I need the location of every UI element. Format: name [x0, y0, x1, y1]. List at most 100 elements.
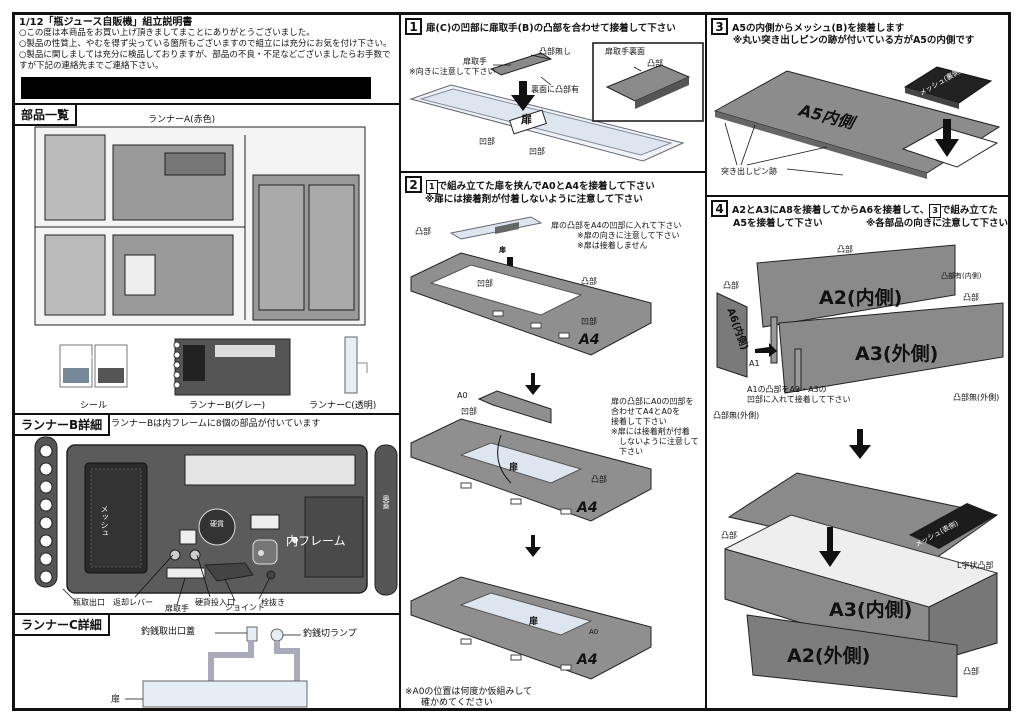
intro-line: ○製品の性質上、やむを得ず尖っている箇所もございますので組立には充分にお気を付け…	[19, 39, 392, 49]
step-2-a4-label-3: A4	[577, 652, 598, 668]
step-2-note-1-line: ※扉は接着しません	[577, 241, 648, 250]
step-2-recess-label-1: 凹部	[477, 279, 493, 288]
step-4-boss-label-5: 凸部	[963, 667, 979, 676]
seal-text-2: Spirit	[101, 354, 117, 361]
step-2-door-label-2: 扉	[509, 463, 519, 473]
runner-a-label: ランナーA(赤色)	[148, 115, 216, 125]
right-column: 3 A5の内側からメッシュ(B)を接着します ※丸い突き出しピンの跡が付いている方…	[707, 15, 1008, 708]
step-1-orientation-note: ※向きに注意して下さい	[409, 67, 496, 76]
runner-c-diagram	[125, 626, 308, 708]
step-4-a1-note: A1の凸部をA2・A3の 凹部に入れて接着して下さい	[747, 385, 851, 405]
step-1-recess-label-2: 凹部	[529, 147, 545, 156]
step-4-a2-outer-label: A2(外側)	[787, 645, 871, 667]
intro-text: 1/12「瓶ジュース自販機」組立説明書 ○この度は本商品をお買い上げ頂きましてま…	[19, 17, 392, 72]
intro-line: ○製品に関しましては充分に検品しておりますが、部品の不良・不足などございましたら…	[19, 50, 391, 71]
step-2-door-label-1: 扉	[499, 246, 506, 254]
step-1-boss-label: 凸部	[647, 59, 663, 68]
intro-line: ○この度は本商品をお買い上げ頂きましてまことにありがとうございました。	[19, 28, 315, 38]
runner-c-label: ランナーC(透明)	[309, 401, 377, 411]
step-4-a1-label: A1	[749, 359, 760, 368]
parts-header: 部品一覧	[15, 105, 78, 126]
step-3-diagram	[713, 66, 1001, 179]
step-1-door-label: 扉	[521, 113, 532, 126]
left-column: 1/12「瓶ジュース自販機」組立説明書 ○この度は本商品をお買い上げ頂きましてま…	[15, 15, 401, 708]
door-label: 扉	[111, 695, 121, 705]
step-2-a4-label-2: A4	[577, 500, 598, 516]
step-2-note-2-line: ※扉には接着剤が付着	[611, 427, 690, 436]
step-2-boss-label-2: 凸部	[581, 277, 597, 286]
step-2-note-2-line: しないように注意して	[619, 437, 699, 446]
step-2-diagram	[410, 216, 652, 680]
bottle-opener-label: 栓抜き	[261, 598, 285, 607]
step-2-number: 2	[405, 176, 422, 193]
step-4-number: 4	[711, 200, 728, 217]
step-2-note-2-line: 下さい	[619, 447, 643, 456]
step-2-warning: ※扉には接着剤が付着しないように注意して下さい	[425, 194, 643, 205]
step-2-note-2-line: 扉の凸部にA0の凹部を	[611, 397, 694, 406]
step-2-boss-label-1: 凸部	[415, 227, 431, 236]
step-2-note-1-line: 扉の凸部をA4の凹部に入れて下さい	[551, 221, 682, 230]
step-2-a0-label-2: A0	[589, 628, 599, 636]
step-2-recess-label-3: 凹部	[461, 407, 477, 416]
return-lever-label: 返却レバー	[113, 598, 153, 607]
step-2-note-2-line: 接着して下さい	[611, 417, 667, 426]
step-1-back-boss-label: 裏面に凸部有	[531, 85, 579, 94]
step-4-l-boss-label: L字状凸部	[957, 561, 994, 570]
runner-b-note: ランナーBは内フレームに8個の部品が付いています	[111, 419, 321, 429]
seal-label: シール	[80, 401, 108, 411]
runner-a-diagram	[34, 126, 368, 396]
redacted-contact-bar	[21, 77, 371, 99]
step-1-no-boss-label: 凸部無し	[539, 47, 571, 56]
bottle-outlet-label: 瓶取出口	[73, 598, 105, 607]
step-4-text-1: A2とA3にA8を接着してからA6を接着して、	[732, 205, 930, 216]
step-4-text-2: で組み立てた	[940, 205, 998, 216]
step-2-footer-note: ※A0の位置は何度か仮組みして 確かめてください	[405, 687, 532, 709]
seal-text-1: Coca-Cola	[64, 354, 95, 361]
step-4-boss-label-2: 凸部	[723, 281, 739, 290]
parts-list-section: 部品一覧 ランナーA(赤色)	[15, 105, 399, 415]
step-4-boss-label-4: 凸部	[721, 531, 737, 540]
step-4-a3-outer-label: A3(外側)	[855, 343, 939, 365]
step-2-door-label-3: 扉	[529, 617, 539, 627]
step-2-footer-line: ※A0の位置は何度か仮組みして	[405, 687, 533, 697]
step-2-footer-line: 確かめてください	[421, 698, 493, 708]
step-4-note-line: 凹部に入れて接着して下さい	[747, 395, 851, 404]
step-4-no-boss-label-1: 凸部無(外側)	[713, 411, 760, 420]
step-4-diagram	[716, 244, 1004, 698]
step-1-text: 扉(C)の凹部に扉取手(B)の凸部を合わせて接着して下さい	[426, 23, 676, 34]
step-3-text: A5の内側からメッシュ(B)を接着します	[732, 23, 905, 34]
step-4-boss-label-3: 凸部	[963, 293, 979, 302]
step-2-note-2: 扉の凸部にA0の凹部を 合わせてA4とA0を 接着して下さい ※扉には接着剤が付…	[611, 397, 699, 457]
intro-section: 1/12「瓶ジュース自販機」組立説明書 ○この度は本商品をお買い上げ頂きましてま…	[15, 15, 399, 105]
coin-return-cover-label: 釣銭取出口蓋	[141, 627, 196, 637]
coin-lamp-label: 釣銭切ランプ	[303, 629, 357, 639]
step-4-no-boss-label-2: 凸部無(外側)	[953, 393, 1000, 402]
step-4-note-line: A1の凸部をA2・A3の	[747, 385, 827, 394]
coin-slot-label: 硬貨投入口	[195, 598, 235, 607]
runner-b-diagram	[34, 436, 398, 606]
step-2-note-1-line: ※扉の向きに注意して下さい	[577, 231, 680, 240]
step-3-note: ※丸い突き出しピンの跡が付いている方がA5の内側です	[733, 35, 975, 46]
instruction-sheet: 1/12「瓶ジュース自販機」組立説明書 ○この度は本商品をお買い上げ頂きましてま…	[12, 12, 1011, 711]
step-4-boss-inner-label: 凸部有(内側)	[941, 272, 982, 280]
step-4-a2-inner-label: A2(内側)	[819, 287, 903, 309]
door-handle-label: 扉取手	[165, 604, 189, 613]
inner-frame-label: 内フレーム	[286, 534, 346, 548]
step-4-note: ※各部品の向きに注意して下さい	[866, 218, 1008, 229]
step-1-handle-back-label: 扉取手裏面	[605, 47, 645, 56]
step-4-text-3: A5を接着して下さい	[733, 218, 823, 229]
step-2-boss-label-3: 凸部	[591, 475, 607, 484]
step-2-text: で組み立てた扉を挟んでA0とA4を接着して下さい	[437, 181, 655, 192]
sheet-title: 1/12「瓶ジュース自販機」組立説明書	[19, 17, 193, 28]
step-3-number: 3	[711, 18, 728, 35]
mesh-label: メッシュ	[100, 505, 109, 537]
step-4-boss-label-1: 凸部	[837, 245, 853, 254]
step-3-section: 3 A5の内側からメッシュ(B)を接着します ※丸い突き出しピンの跡が付いている方…	[707, 15, 1008, 197]
step-3-title: 3 A5の内側からメッシュ(B)を接着します ※丸い突き出しピンの跡が付いている方…	[711, 18, 974, 47]
step-2-a4-label-1: A4	[579, 332, 600, 348]
